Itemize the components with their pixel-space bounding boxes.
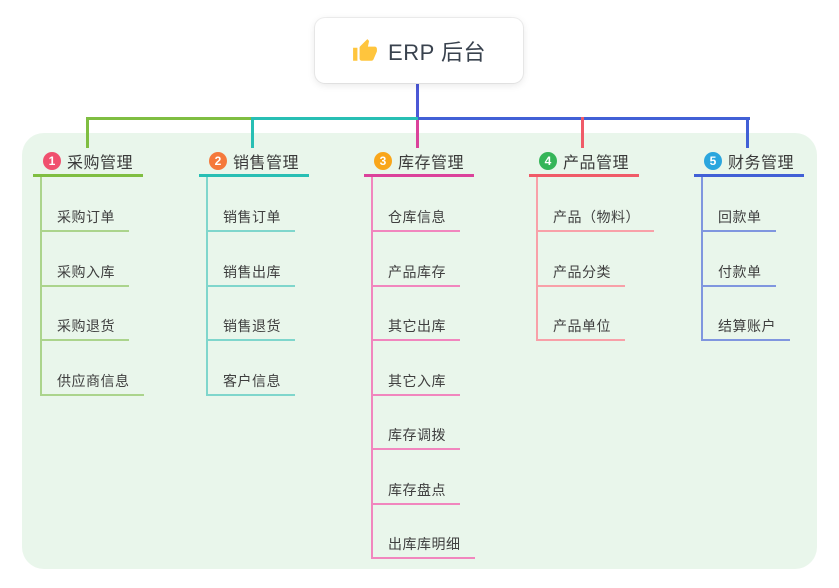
child-node-warehouse-info[interactable]: 仓库信息 — [371, 204, 460, 232]
child-node-product-category[interactable]: 产品分类 — [536, 259, 625, 287]
branch-label-purchase: 采购管理 — [66, 155, 133, 172]
branch-number-badge-1: 1 — [42, 152, 61, 170]
branch-node-inventory[interactable]: 3 库存管理 — [364, 148, 474, 177]
branch-children-connector — [536, 177, 538, 341]
child-node-purchase-order[interactable]: 采购订单 — [40, 204, 129, 232]
root-node[interactable]: ERP 后台 — [315, 18, 523, 83]
branch-node-finance[interactable]: 5 财务管理 — [694, 148, 804, 177]
connector-drop-inventory — [416, 120, 419, 148]
child-node-purchase-return[interactable]: 采购退货 — [40, 313, 129, 341]
child-node-product-stock[interactable]: 产品库存 — [371, 259, 460, 287]
branch-label-finance: 财务管理 — [727, 155, 794, 172]
child-node-payment-bill[interactable]: 付款单 — [701, 259, 776, 287]
child-node-customer-info[interactable]: 客户信息 — [206, 368, 295, 396]
connector-bus-finance — [418, 117, 750, 120]
connector-drop-finance — [746, 117, 749, 148]
connector-drop-product — [581, 117, 584, 148]
child-node-sales-order[interactable]: 销售订单 — [206, 204, 295, 232]
child-node-stock-transfer[interactable]: 库存调拨 — [371, 422, 460, 450]
root-node-label: ERP 后台 — [388, 39, 486, 65]
branch-label-sales: 销售管理 — [232, 155, 299, 172]
connector-bus-sales — [253, 117, 418, 120]
branch-number-badge-4: 4 — [538, 152, 557, 170]
child-node-product-unit[interactable]: 产品单位 — [536, 313, 625, 341]
child-node-sales-outbound[interactable]: 销售出库 — [206, 259, 295, 287]
child-node-other-inbound[interactable]: 其它入库 — [371, 368, 460, 396]
connector-root — [416, 83, 419, 120]
branches-panel-background — [22, 133, 817, 569]
child-node-receipt-bill[interactable]: 回款单 — [701, 204, 776, 232]
child-node-purchase-inbound[interactable]: 采购入库 — [40, 259, 129, 287]
child-node-product-material[interactable]: 产品（物料） — [536, 204, 654, 232]
connector-drop-sales — [251, 117, 254, 148]
branch-number-badge-5: 5 — [703, 152, 722, 170]
branch-label-inventory: 库存管理 — [397, 155, 464, 172]
connector-drop-purchase — [86, 117, 89, 148]
connector-bus-purchase — [86, 117, 253, 120]
branch-node-purchase[interactable]: 1 采购管理 — [33, 148, 143, 177]
branch-node-product[interactable]: 4 产品管理 — [529, 148, 639, 177]
branch-node-sales[interactable]: 2 销售管理 — [199, 148, 309, 177]
branch-label-product: 产品管理 — [562, 155, 629, 172]
branch-number-badge-3: 3 — [373, 152, 392, 170]
child-node-settlement-account[interactable]: 结算账户 — [701, 313, 790, 341]
branch-children-connector — [701, 177, 703, 341]
branch-number-badge-2: 2 — [208, 152, 227, 170]
child-node-supplier-info[interactable]: 供应商信息 — [40, 368, 144, 396]
child-node-stock-count[interactable]: 库存盘点 — [371, 477, 460, 505]
branch-children-connector — [371, 177, 373, 559]
child-node-other-outbound[interactable]: 其它出库 — [371, 313, 460, 341]
child-node-outbound-detail[interactable]: 出库库明细 — [371, 531, 475, 559]
child-node-sales-return[interactable]: 销售退货 — [206, 313, 295, 341]
thumbs-up-icon — [352, 38, 378, 64]
